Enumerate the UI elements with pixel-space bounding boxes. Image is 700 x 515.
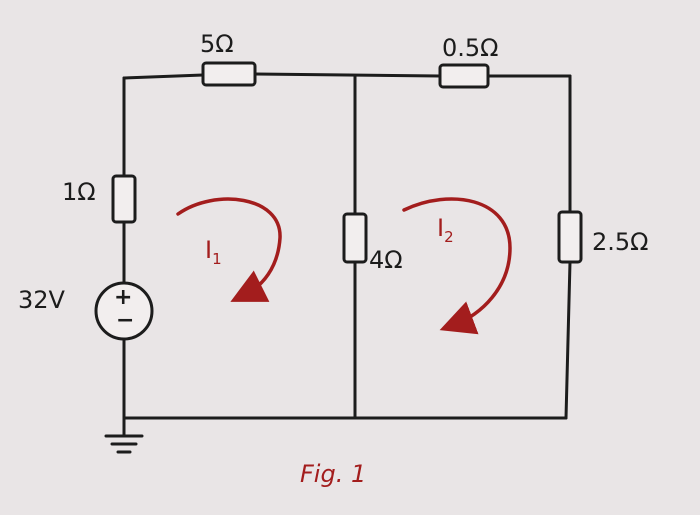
resistor-2-5ohm	[557, 210, 583, 264]
resistor-4ohm	[342, 212, 368, 264]
loop-current-i2-label: I2	[437, 214, 454, 245]
i1-letter: I	[205, 236, 213, 264]
i1-subscript: 1	[212, 250, 222, 268]
i2-letter: I	[437, 214, 445, 242]
resistor-0-5ohm-label: 0.5Ω	[442, 34, 499, 62]
source-plus-sign: +	[114, 285, 133, 310]
source-voltage-label: 32V	[18, 286, 65, 314]
resistor-0-5ohm	[438, 63, 490, 89]
loop-current-i2-arrow	[402, 197, 512, 335]
resistor-5ohm	[201, 61, 257, 87]
resistor-5ohm-label: 5Ω	[200, 30, 234, 58]
voltage-source	[94, 281, 154, 341]
loop-current-i1-label: I1	[205, 236, 222, 267]
wire-top	[122, 72, 572, 80]
i2-subscript: 2	[444, 228, 454, 246]
resistor-2-5ohm-label: 2.5Ω	[592, 228, 649, 256]
resistor-4ohm-label: 4Ω	[369, 246, 403, 274]
ground-icon	[104, 434, 144, 454]
resistor-1ohm	[111, 174, 137, 224]
source-minus-sign: −	[116, 308, 135, 333]
loop-current-i1-arrow	[176, 197, 282, 302]
wire-right	[564, 74, 572, 420]
resistor-1ohm-label: 1Ω	[62, 178, 96, 206]
figure-caption: Fig. 1	[300, 460, 367, 488]
